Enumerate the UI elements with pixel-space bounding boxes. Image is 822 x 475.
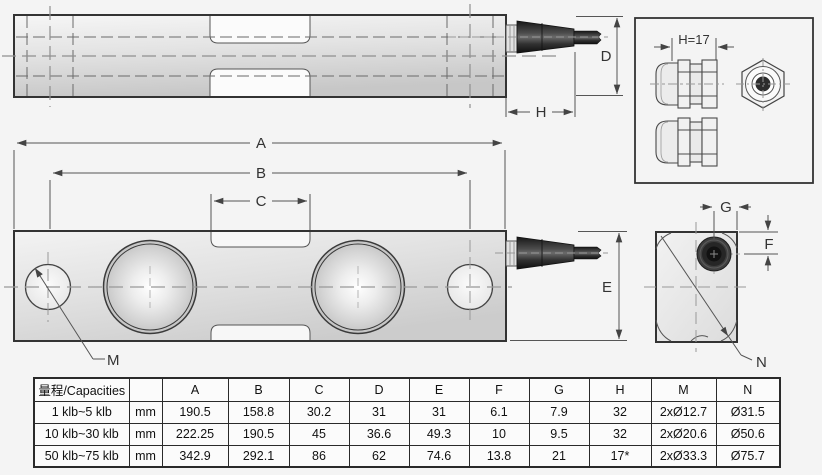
value-h: 32 [588,400,652,424]
gland-detail-box: H=17 [634,17,814,184]
value-e: 74.6 [408,444,470,468]
value-c: 30.2 [288,400,350,424]
value-a: 190.5 [161,400,229,424]
side-view-cable-gland [448,20,608,54]
value-f: 6.1 [468,400,530,424]
value-h: 32 [588,422,652,446]
header-f: F [468,377,530,402]
value-b: 158.8 [227,400,290,424]
value-m: 2xØ33.3 [650,444,717,468]
dim-label-g: G [720,199,732,216]
end-view-gland-face [696,236,732,272]
hole-label-n: N [756,354,767,371]
hole-label-m: M [107,352,120,369]
dimension-b: B [49,165,471,229]
value-d: 36.6 [348,422,410,446]
value-c: 45 [288,422,350,446]
capacity-range: 10 klb~30 klb [33,422,130,446]
header-d: D [348,377,410,402]
value-e: 31 [408,400,470,424]
value-a: 342.9 [161,444,229,468]
header-h: H [588,377,652,402]
dim-label-c: C [256,193,267,210]
dimension-g: G [700,199,751,239]
end-view-corner-arcs [655,232,738,342]
callout-m: M [34,267,120,369]
capacity-range: 50 klb~75 klb [33,444,130,468]
table-row: 1 klb~5 klb mm 190.5 158.8 30.2 31 31 6.… [33,400,781,424]
value-n: Ø75.7 [715,444,781,468]
dimension-a: A [13,135,506,229]
table-header-row: 量程/Capacities A B C D E F G H M N [33,377,781,402]
value-e: 49.3 [408,422,470,446]
header-b: B [227,377,290,402]
value-c: 86 [288,444,350,468]
side-view-top-slot [209,16,311,44]
header-a: A [161,377,229,402]
header-m: M [650,377,717,402]
top-view-centerlines [4,240,512,322]
table-row: 10 klb~30 klb mm 222.25 190.5 45 36.6 49… [33,422,781,446]
top-view-bottom-slot [210,324,311,340]
value-f: 10 [468,422,530,446]
value-b: 292.1 [227,444,290,468]
value-g: 7.9 [528,400,590,424]
gland-end-view [736,58,790,111]
unit-cell: mm [128,422,163,446]
dimension-e: E [510,231,627,341]
cable [573,246,602,260]
value-a: 222.25 [161,422,229,446]
end-view: G F N [644,199,778,371]
dim-label-a: A [256,135,266,152]
header-c: C [288,377,350,402]
header-g: G [528,377,590,402]
unit-cell: mm [128,400,163,424]
side-view-centerlines [2,4,558,108]
callout-n: N [660,235,767,371]
dim-label-f: F [764,236,773,253]
dim-label-e: E [602,279,612,296]
top-view-top-slot [210,232,311,248]
value-h: 17* [588,444,652,468]
dim-label-b: B [256,165,266,182]
top-view-cable-gland [495,236,608,270]
side-view-bottom-slot [209,68,311,96]
side-view: D H [2,4,623,121]
capacity-range: 1 klb~5 klb [33,400,130,424]
dim-label-h17: H=17 [678,32,709,47]
header-capacities: 量程/Capacities [33,377,130,402]
value-d: 62 [348,444,410,468]
value-b: 190.5 [227,422,290,446]
header-unit [128,377,163,402]
header-e: E [408,377,470,402]
value-n: Ø31.5 [715,400,781,424]
value-g: 21 [528,444,590,468]
dimension-c: C [210,193,311,230]
value-n: Ø50.6 [715,422,781,446]
value-g: 9.5 [528,422,590,446]
dimension-f: F [739,215,778,271]
top-view-body [13,230,507,342]
dimension-h: H [505,52,576,121]
header-n: N [715,377,781,402]
dim-label-h: H [536,104,547,121]
top-view: A B C [4,135,627,369]
unit-cell: mm [128,444,163,468]
gland-side-view-lower [655,117,718,167]
gland-side-view-upper [650,59,724,109]
table-row: 50 klb~75 klb mm 342.9 292.1 86 62 74.6 … [33,444,781,468]
dimension-d: D [576,16,623,96]
spec-table: 量程/Capacities A B C D E F G H M N 1 klb~… [33,377,781,468]
value-d: 31 [348,400,410,424]
dimension-h17: H=17 [654,32,734,61]
value-m: 2xØ20.6 [650,422,717,446]
value-m: 2xØ12.7 [650,400,717,424]
value-f: 13.8 [468,444,530,468]
dim-label-d: D [601,48,612,65]
